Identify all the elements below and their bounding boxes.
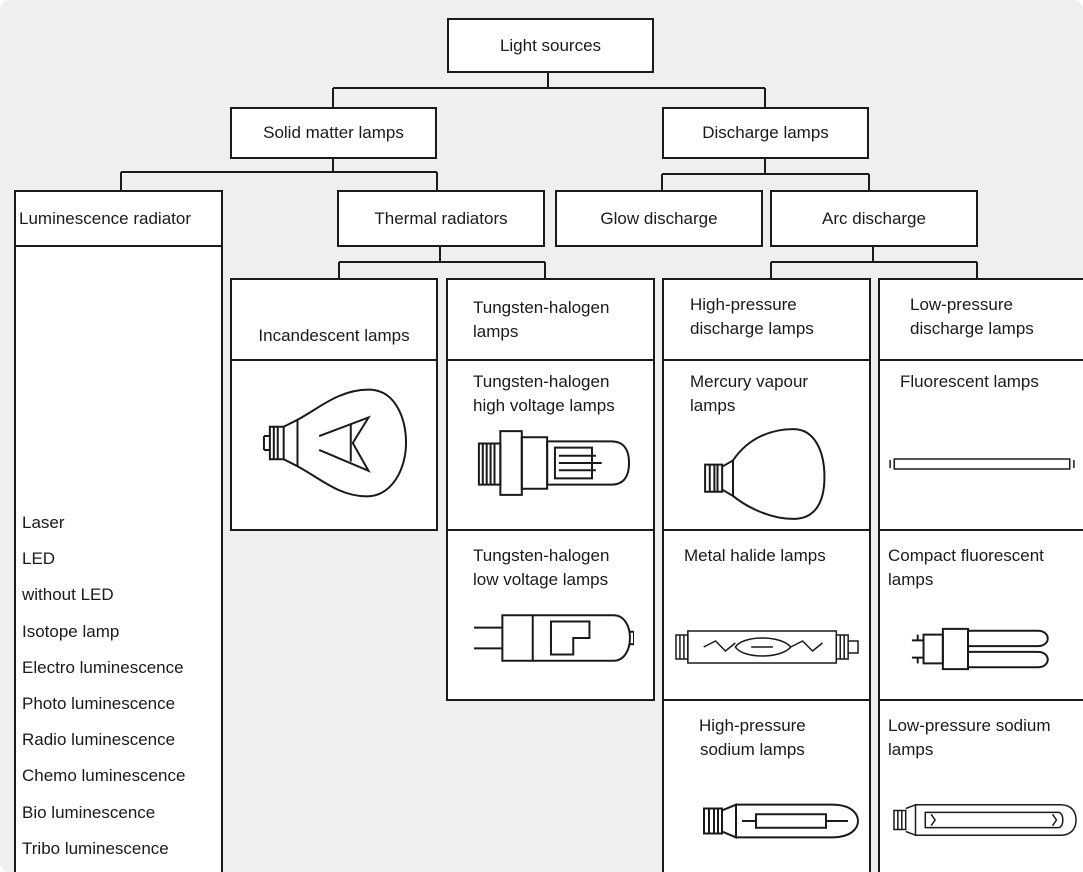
compact-fluorescent-icon (910, 625, 1055, 673)
node-high-pressure-discharge-lamps: High-pressure discharge lamps (662, 278, 871, 361)
node-incandescent-lamps: Incandescent lamps (230, 278, 438, 361)
node-glow-discharge: Glow discharge (555, 190, 763, 247)
node-label: Arc discharge (822, 208, 926, 228)
fluorescent-cell: Fluorescent lamps (878, 359, 1083, 531)
fluorescent-tube-icon (888, 457, 1076, 471)
list-item: LED (22, 549, 56, 569)
incandescent-bulb-icon (260, 385, 408, 501)
mercury-vapour-lamp-icon (702, 427, 826, 521)
lamp-label: High-pressure sodium lamps (699, 716, 806, 759)
node-label: Low-pressure discharge lamps (910, 295, 1034, 338)
node-solid-matter-lamps: Solid matter lamps (230, 107, 437, 159)
list-item: without LED (22, 585, 114, 605)
hp-sodium-cell: High-pressure sodium lamps (662, 699, 871, 872)
metal-halide-cell: Metal halide lamps (662, 529, 871, 701)
metal-halide-lamp-icon (674, 627, 862, 667)
node-low-pressure-discharge-lamps: Low-pressure discharge lamps (878, 278, 1083, 361)
luminescence-list-panel: Laser LED without LED Isotope lamp Elect… (14, 245, 223, 872)
th-low-voltage-cell: Tungsten-halogen low voltage lamps (446, 529, 655, 701)
node-label: Tungsten-halogen lamps (473, 298, 610, 341)
node-label: Thermal radiators (374, 208, 508, 228)
th-high-voltage-cell: Tungsten-halogen high voltage lamps (446, 359, 655, 531)
lamp-label: Tungsten-halogen low voltage lamps (473, 546, 610, 589)
lamp-label: Low-pressure sodium lamps (888, 716, 1051, 759)
list-item: Bio luminescence (22, 802, 156, 822)
node-discharge-lamps: Discharge lamps (662, 107, 869, 159)
list-item: Photo luminescence (22, 694, 176, 714)
node-label: High-pressure discharge lamps (690, 295, 814, 338)
lamp-label: Metal halide lamps (684, 546, 826, 565)
lp-sodium-lamp-icon (892, 801, 1078, 839)
lamp-label: Tungsten-halogen high voltage lamps (473, 372, 615, 415)
mercury-vapour-cell: Mercury vapour lamps (662, 359, 871, 531)
list-item: Radio luminescence (22, 730, 176, 750)
list-item: Isotope lamp (22, 621, 120, 641)
halogen-high-voltage-lamp-icon (475, 427, 631, 499)
node-label: Light sources (499, 35, 602, 55)
incandescent-lamp-cell (230, 359, 438, 531)
node-light-sources: Light sources (447, 18, 654, 73)
node-label: Discharge lamps (702, 123, 829, 142)
node-luminescence-radiator: Luminescence radiator (14, 190, 223, 247)
lamp-label: Compact fluorescent lamps (888, 546, 1044, 589)
lamp-label: Mercury vapour lamps (690, 372, 809, 415)
lamp-label: Fluorescent lamps (900, 372, 1039, 391)
halogen-low-voltage-lamp-icon (472, 607, 634, 669)
list-item: Tribo luminescence (22, 838, 169, 858)
node-label: Luminescence radiator (19, 208, 191, 228)
lp-sodium-cell: Low-pressure sodium lamps (878, 699, 1083, 872)
node-label: Solid matter lamps (263, 123, 404, 142)
list-item: Electro luminescence (22, 657, 184, 677)
list-item: Chemo luminescence (22, 766, 186, 786)
luminescence-list: Laser LED without LED Isotope lamp Elect… (22, 505, 185, 867)
compact-fluorescent-cell: Compact fluorescent lamps (878, 529, 1083, 701)
node-label: Glow discharge (600, 208, 718, 228)
node-arc-discharge: Arc discharge (770, 190, 978, 247)
node-thermal-radiators: Thermal radiators (337, 190, 545, 247)
hp-sodium-lamp-icon (702, 797, 862, 845)
list-item: Laser (22, 513, 65, 532)
node-tungsten-halogen-lamps: Tungsten-halogen lamps (446, 278, 655, 361)
node-label: Incandescent lamps (258, 325, 410, 345)
